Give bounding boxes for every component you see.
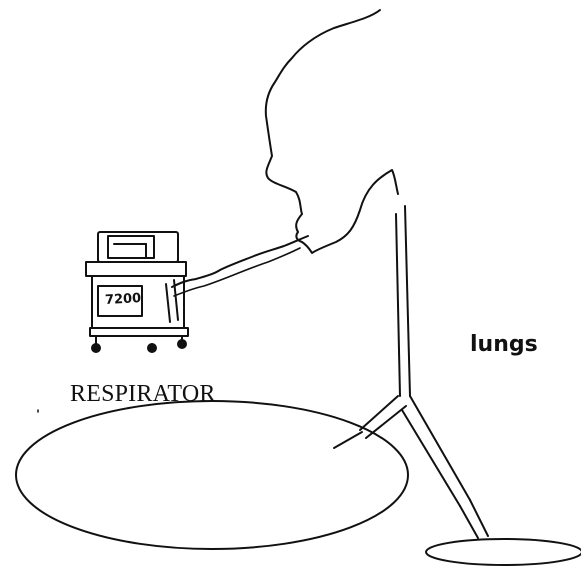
trachea-left	[396, 214, 400, 396]
respirator-tube	[172, 236, 308, 287]
respirator-tube-inner	[174, 248, 300, 296]
bronchus-right-inner	[402, 410, 460, 506]
head-profile-icon	[266, 10, 398, 253]
bronchus-left-stem	[334, 432, 362, 448]
bronchus-left-outer	[360, 396, 398, 430]
machine-model-label: 7200	[105, 291, 142, 308]
respirator-label: RESPIRATOR	[70, 381, 216, 408]
right-lung	[426, 539, 581, 565]
trachea-right	[405, 206, 410, 396]
bronchus-right-outer	[410, 396, 470, 500]
lungs-label: lungs	[470, 332, 538, 357]
left-lung	[16, 401, 408, 549]
